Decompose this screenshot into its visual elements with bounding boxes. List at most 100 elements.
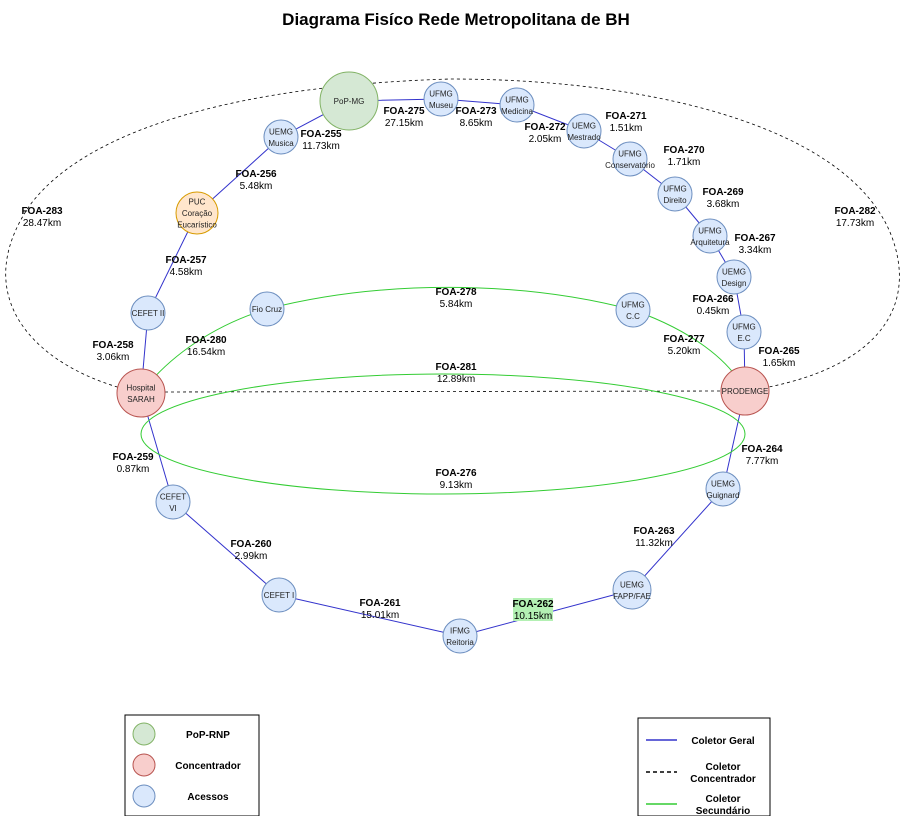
link-name: FOA-272 <box>524 122 566 133</box>
node-label: CEFET <box>160 492 186 501</box>
link-name: FOA-278 <box>435 287 477 298</box>
legend-label: Acessos <box>187 792 229 803</box>
node-label: IFMG <box>450 626 470 635</box>
link-distance: 1.51km <box>610 123 643 134</box>
coletor-secundario-upper <box>140 286 746 394</box>
link-distance: 3.06km <box>97 352 130 363</box>
link-distance: 1.71km <box>668 157 701 168</box>
link-distance: 3.68km <box>707 199 740 210</box>
node-label: SARAH <box>127 395 155 404</box>
link-distance: 5.20km <box>668 346 701 357</box>
legend-box <box>637 717 771 816</box>
node-label: Direito <box>663 196 687 205</box>
node-circle <box>657 176 693 212</box>
node-circle <box>726 314 762 350</box>
node-label: Eucarístico <box>177 221 217 230</box>
link-name: FOA-265 <box>758 346 800 357</box>
node-label: PoP-MG <box>334 97 365 106</box>
link-distance: 9.13km <box>440 480 473 491</box>
link-distance: 7.77km <box>746 456 779 467</box>
legend-label: Secundário <box>696 806 750 816</box>
link-distance: 11.32km <box>635 538 673 549</box>
node-circle <box>319 71 379 131</box>
legend-label: Concentrador <box>175 761 241 772</box>
link-name: FOA-267 <box>734 233 776 244</box>
node-label: Museu <box>429 101 453 110</box>
link-distance: 11.73km <box>302 141 340 152</box>
legend-label: Concentrador <box>690 774 756 785</box>
node-circle <box>423 81 459 117</box>
link-distance: 27.15km <box>385 118 423 129</box>
coletor-concentrador-outer <box>5 78 900 394</box>
link-name: FOA-280 <box>185 335 227 346</box>
node-label: UFMG <box>505 95 529 104</box>
link-name: FOA-255 <box>300 129 342 140</box>
node-label: Coração <box>182 209 213 218</box>
node-label: UFMG <box>429 89 453 98</box>
link-name: FOA-282 <box>834 206 876 217</box>
link-name: FOA-257 <box>165 255 207 266</box>
node-circle <box>716 259 752 295</box>
legend-label: Coletor <box>706 794 741 805</box>
node-circle <box>155 484 191 520</box>
node-label: Musica <box>268 139 294 148</box>
link-distance: 10.15km <box>514 611 552 622</box>
node-label: E.C <box>737 334 751 343</box>
node-label: Design <box>722 279 747 288</box>
node-circle <box>175 191 219 235</box>
link-distance: 4.58km <box>170 267 203 278</box>
link-name: FOA-281 <box>435 362 477 373</box>
link-distance: 5.84km <box>440 299 473 310</box>
node-label: Reitoria <box>446 638 474 647</box>
link-distance: 28.47km <box>23 218 61 229</box>
node-circle <box>612 570 652 610</box>
node-label: PRODEMGE <box>722 387 769 396</box>
node-label: UFMG <box>618 149 642 158</box>
node-cefet-i: CEFET I <box>261 577 297 613</box>
node-ufmg-ec: UFMG E.C <box>726 314 762 350</box>
node-circle <box>566 113 602 149</box>
node-label: Arquitetura <box>690 238 730 247</box>
link-name: FOA-273 <box>455 106 497 117</box>
node-circle <box>692 218 728 254</box>
link-distance: 2.99km <box>235 551 268 562</box>
node-ifmg-reitoria: IFMG Reitoria <box>442 618 478 654</box>
link-name: FOA-277 <box>663 334 705 345</box>
node-label: UFMG <box>732 322 756 331</box>
node-fio-cruz: Fio Cruz <box>249 291 285 327</box>
nodes-layer: PoP-MGUFMGMuseuUFMGMedicinaUEMGMestradoU… <box>116 71 770 654</box>
node-circle <box>615 292 651 328</box>
link-name: FOA-269 <box>702 187 744 198</box>
node-prodemge: PRODEMGE <box>720 366 770 416</box>
node-label: Fio Cruz <box>252 305 282 314</box>
legend-label: Coletor <box>706 762 741 773</box>
link-distance: 0.87km <box>117 464 150 475</box>
node-cefet-ii: CEFET II <box>130 295 166 331</box>
node-label: UEMG <box>711 479 735 488</box>
node-circle <box>116 368 166 418</box>
